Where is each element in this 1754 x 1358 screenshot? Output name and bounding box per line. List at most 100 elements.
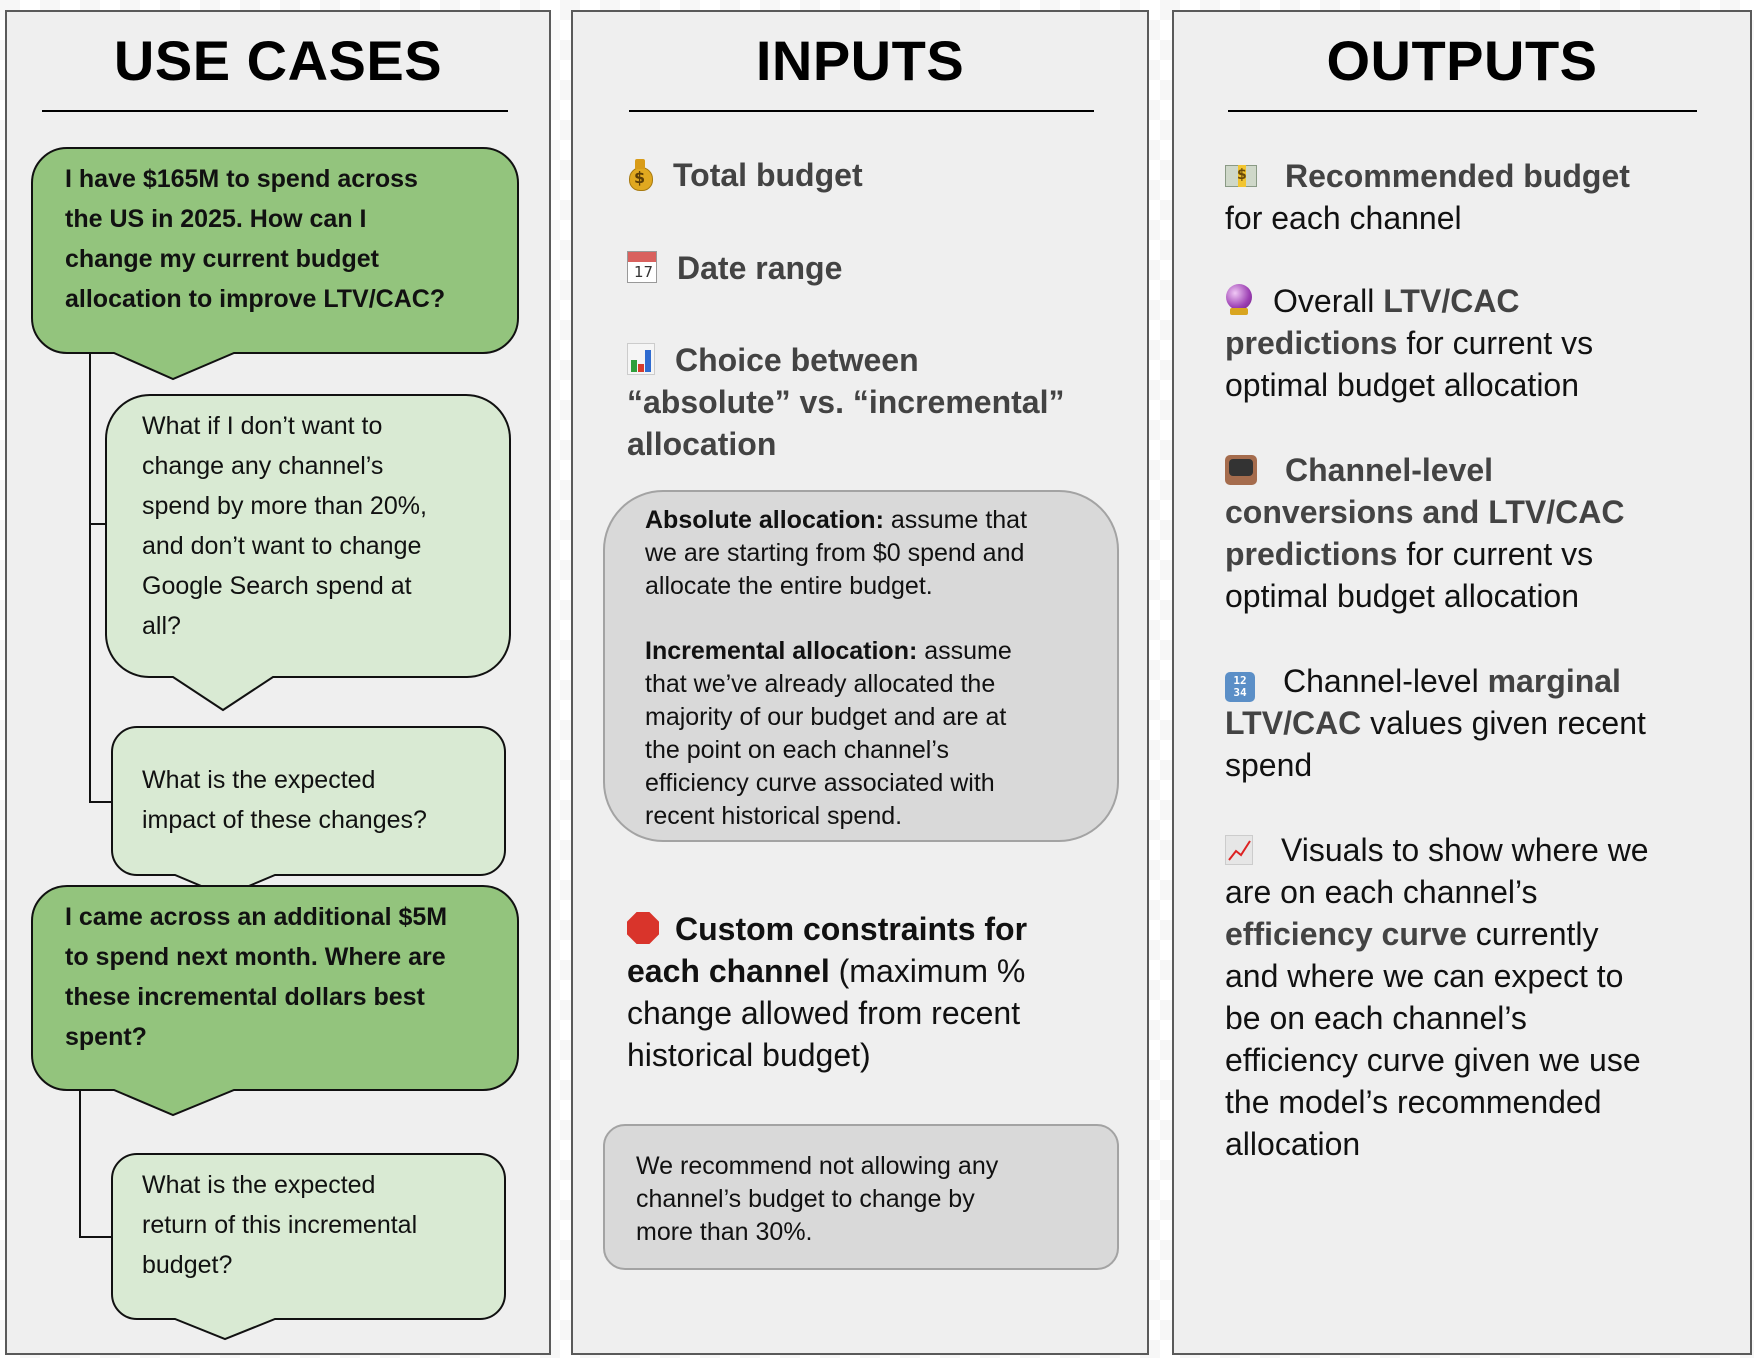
- input-label: Date range: [677, 250, 843, 286]
- text-line: majority of our budget and are at: [645, 703, 1007, 731]
- text-line: allocation: [627, 426, 777, 462]
- inputs-divider: [629, 110, 1094, 112]
- text-fragment: assume: [917, 637, 1012, 665]
- text-line: efficiency curve currently: [1225, 913, 1725, 955]
- text-line: We recommend not allowing any: [636, 1152, 999, 1180]
- connector-line: [79, 1236, 111, 1238]
- money-bag-icon: [627, 158, 653, 191]
- text-line: are on each channel’s: [1225, 874, 1538, 910]
- text-line: all?: [142, 612, 181, 640]
- text-line: Choice between: [627, 339, 1127, 381]
- text-line: these incremental dollars best: [65, 983, 425, 1011]
- connector-line: [79, 1082, 81, 1238]
- calendar-icon: [627, 251, 657, 283]
- follow-up-text: What is the expected impact of these cha…: [142, 760, 427, 840]
- input-item-allocation-choice: Choice between “absolute” vs. “increment…: [627, 320, 1127, 465]
- text-line: change my current budget: [65, 245, 379, 273]
- text-line: and don’t want to change: [142, 532, 422, 560]
- text-line: the model’s recommended: [1225, 1084, 1602, 1120]
- allocation-explanation-box: Absolute allocation: assume that we are …: [603, 490, 1119, 842]
- outputs-divider: [1228, 110, 1697, 112]
- output-label: Channel-level: [1285, 452, 1494, 488]
- text-line: Recommended budget: [1225, 155, 1725, 197]
- constraints-label: each channel: [627, 953, 830, 989]
- text-fragment: Channel-level: [1283, 663, 1488, 699]
- text-fragment: (maximum %: [829, 953, 1026, 989]
- text-line: historical budget): [627, 1037, 871, 1073]
- text-fragment: for current vs: [1397, 536, 1594, 572]
- output-label: marginal: [1487, 663, 1621, 699]
- input-item-date-range: Date range: [627, 247, 842, 289]
- use-case-question-text: I came across an additional $5M to spend…: [65, 897, 447, 1057]
- output-item-overall-ltv-cac: Overall LTV/CAC predictions for current …: [1225, 280, 1725, 406]
- input-label: Choice between: [675, 342, 919, 378]
- television-icon: [1225, 455, 1257, 485]
- text-line: What is the expected: [142, 1171, 376, 1199]
- chart-increasing-icon: [1225, 835, 1253, 865]
- text-line: change allowed from recent: [627, 995, 1021, 1031]
- text-line: impact of these changes?: [142, 806, 427, 834]
- text-line: allocation: [1225, 1126, 1361, 1162]
- output-label: Recommended budget: [1285, 158, 1630, 194]
- text-line: Custom constraints for: [627, 908, 1127, 950]
- use-cases-heading: USE CASES: [113, 29, 443, 92]
- text-line: and where we can expect to: [1225, 958, 1624, 994]
- output-label: efficiency curve: [1225, 916, 1467, 952]
- text-line: optimal budget allocation: [1225, 367, 1580, 403]
- follow-up-text: What if I don’t want to change any chann…: [142, 406, 427, 646]
- connector-line: [89, 342, 91, 803]
- incremental-allocation-label: Incremental allocation:: [645, 637, 918, 665]
- absolute-allocation-label: Absolute allocation:: [645, 506, 884, 534]
- outputs-heading: OUTPUTS: [1326, 29, 1598, 92]
- constraints-label: Custom constraints for: [675, 911, 1028, 947]
- connector-line: [89, 801, 111, 803]
- recommendation-box: We recommend not allowing any channel’s …: [603, 1124, 1119, 1270]
- text-line: allocate the entire budget.: [645, 572, 933, 600]
- output-label: LTV/CAC: [1383, 283, 1520, 319]
- text-line: that we’ve already allocated the: [645, 670, 996, 698]
- text-fragment: Overall: [1273, 283, 1384, 319]
- output-label: LTV/CAC: [1225, 705, 1362, 741]
- text-line: channel’s budget to change by: [636, 1185, 975, 1213]
- text-line: optimal budget allocation: [1225, 578, 1580, 614]
- text-fragment: Visuals to show where we: [1281, 832, 1649, 868]
- text-line: return of this incremental: [142, 1211, 418, 1239]
- follow-up-bubble: What is the expected impact of these cha…: [111, 726, 506, 898]
- text-fragment: assume that: [883, 506, 1028, 534]
- speech-bubble-shape: [105, 394, 511, 712]
- text-line: predictions for current vs: [1225, 322, 1725, 364]
- text-line: spent?: [65, 1023, 147, 1051]
- text-line: to spend next month. Where are: [65, 943, 446, 971]
- text-line: recent historical spend.: [645, 802, 903, 830]
- output-item-recommended-budget: Recommended budget for each channel: [1225, 155, 1725, 239]
- text-line: change any channel’s: [142, 452, 384, 480]
- text-line: Channel-level: [1225, 449, 1725, 491]
- bar-chart-icon: [627, 343, 655, 375]
- text-line: the point on each channel’s: [645, 736, 949, 764]
- text-line: each channel (maximum %: [627, 950, 1127, 992]
- follow-up-bubble: What if I don’t want to change any chann…: [105, 394, 511, 712]
- use-cases-divider: [42, 110, 508, 112]
- text-line: conversions and LTV/CAC: [1225, 494, 1625, 530]
- text-line: the US in 2025. How can I: [65, 205, 367, 233]
- text-line: LTV/CAC values given recent: [1225, 702, 1725, 744]
- use-case-question-bubble: I have $165M to spend across the US in 2…: [31, 147, 520, 381]
- output-label: predictions: [1225, 325, 1398, 361]
- text-line: for each channel: [1225, 200, 1462, 236]
- input-item-total-budget: Total budget: [627, 154, 863, 196]
- banknote-icon: [1225, 165, 1257, 187]
- speech-bubble-shape: [31, 147, 519, 381]
- text-line: we are starting from $0 spend and: [645, 539, 1025, 567]
- text-line: What is the expected: [142, 766, 376, 794]
- text-line: I came across an additional $5M: [65, 903, 448, 931]
- text-fragment: for current vs: [1397, 325, 1594, 361]
- input-label: Total budget: [673, 157, 863, 193]
- incremental-allocation-text: Incremental allocation: assume that we’v…: [645, 635, 1117, 833]
- text-line: budget?: [142, 1251, 233, 1279]
- text-line: more than 30%.: [636, 1218, 813, 1246]
- follow-up-text: What is the expected return of this incr…: [142, 1165, 417, 1285]
- stop-sign-icon: [627, 912, 659, 944]
- text-line: spend: [1225, 747, 1313, 783]
